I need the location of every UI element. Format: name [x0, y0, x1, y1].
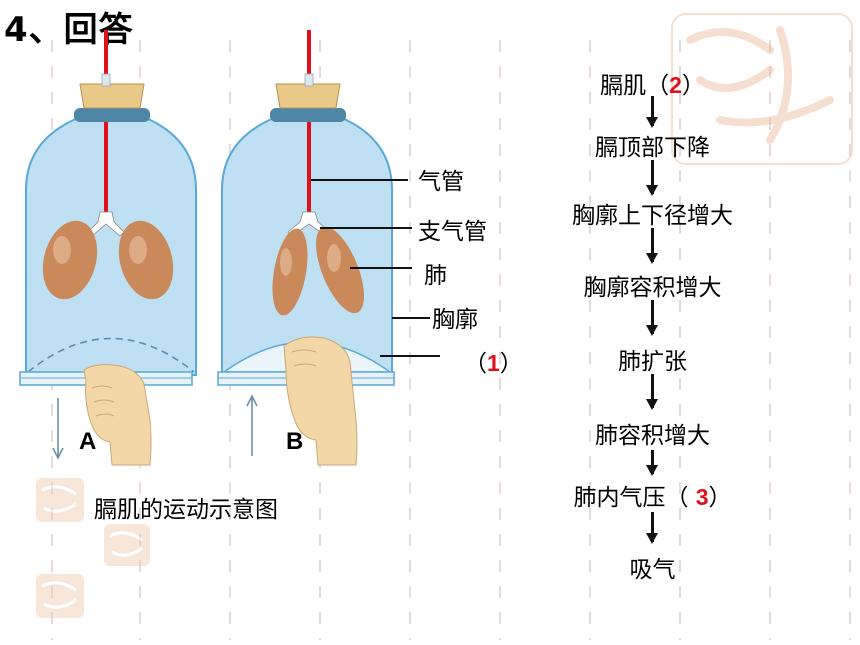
label-thorax: 胸廓 [432, 307, 478, 333]
flow-arrow [646, 160, 658, 196]
jar-a-cork [79, 83, 145, 109]
small-seal-3 [36, 574, 84, 618]
flow-step-5: 肺扩张 [618, 349, 687, 375]
jar-b-cork [275, 83, 341, 109]
blank-1-open: （ [464, 351, 487, 377]
flow-step-6: 肺容积增大 [595, 423, 710, 449]
jar-b-label: B [286, 428, 304, 455]
label-blank-1: （1） [464, 344, 523, 378]
flow-arrow [646, 228, 658, 264]
answer-2: 2 [669, 72, 682, 98]
diagram-caption: 膈肌的运动示意图 [94, 497, 278, 523]
jar-a-tube-top [104, 30, 108, 86]
flow-arrow [646, 512, 658, 544]
flow-step-3: 胸廓上下径增大 [572, 203, 733, 229]
small-seal-2 [104, 524, 150, 566]
answer-3: 3 [695, 484, 709, 510]
jar-a-label: A [79, 428, 97, 455]
label-trachea: 气管 [418, 169, 464, 195]
jar-a-trachea [104, 122, 108, 214]
jar-b-hand [283, 336, 358, 466]
watermark-seal [671, 13, 853, 165]
jar-a-hand [83, 364, 152, 466]
flow-arrow [646, 450, 658, 476]
page-title: 4、回答 [4, 10, 134, 50]
jar-b-tube-top [307, 30, 311, 86]
jar-b-trachea [307, 122, 311, 214]
blank-1-close: ） [499, 351, 523, 377]
jar-a-neck-band [74, 108, 150, 122]
flow-arrow [646, 300, 658, 336]
flow-step-1: 膈肌（2） [600, 72, 705, 99]
small-seal-1 [36, 478, 84, 522]
jar-a [19, 30, 197, 466]
jar-b [217, 30, 395, 466]
label-bronchus: 支气管 [418, 219, 487, 245]
bell-jar-diagram [19, 30, 440, 466]
jar-a-body [25, 91, 197, 376]
jar-a-diaphragm-dashed [27, 337, 195, 373]
flow-step-2: 膈顶部下降 [595, 135, 710, 161]
jar-b-neck-band [270, 108, 346, 122]
flow-step-4: 胸廓容积增大 [583, 275, 722, 301]
flow-arrow [646, 96, 658, 128]
flow-step-7: 肺内气压（ 3） [573, 484, 732, 511]
flow-arrow [646, 374, 658, 410]
answer-1: 1 [487, 350, 500, 376]
flow-step-8: 吸气 [629, 557, 676, 583]
jar-b-lung-right [316, 226, 364, 314]
label-lung: 肺 [424, 263, 447, 289]
